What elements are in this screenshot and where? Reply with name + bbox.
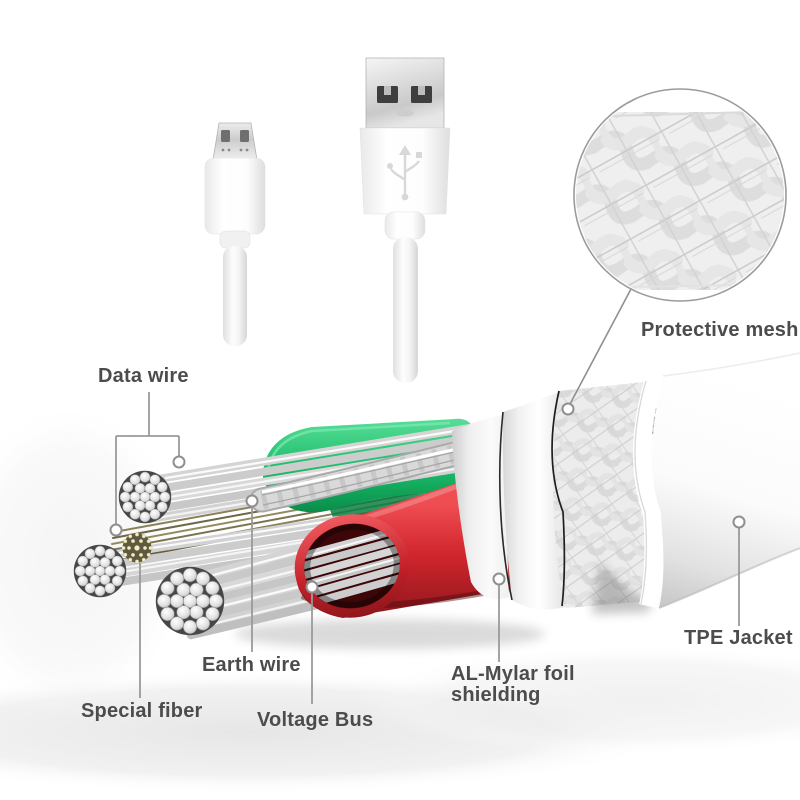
cable-cutaway [73, 352, 800, 649]
usb-trident-icon [387, 145, 422, 201]
label-al-mylar-line2: shielding [451, 684, 541, 706]
label-data-wire: Data wire [98, 365, 189, 387]
special-fiber [121, 532, 153, 564]
label-al-mylar: AL-Mylar foil shielding [451, 664, 601, 706]
al-mylar-foil-band [498, 392, 566, 610]
protective-mesh-marker [561, 402, 575, 416]
data-wire-bundle-top [118, 470, 172, 524]
micro-usb-contact-slot [240, 130, 249, 142]
leader-markers [109, 402, 746, 594]
label-special-fiber: Special fiber [81, 700, 203, 722]
data-wire-marker [172, 455, 186, 469]
label-tpe-jacket: TPE Jacket [684, 627, 793, 649]
mesh-texture-zoom [576, 110, 784, 290]
tpe-jacket-marker [732, 515, 746, 529]
micro-usb-connector [204, 122, 266, 346]
data-wire-bundle-left [73, 544, 127, 598]
voltage-bus-marker [305, 580, 319, 594]
label-earth-wire: Earth wire [202, 654, 301, 676]
label-al-mylar-line1: AL-Mylar foil [451, 663, 575, 685]
inner-sheath-lip [452, 415, 509, 600]
label-voltage-bus: Voltage Bus [257, 709, 374, 731]
label-protective-mesh: Protective mesh [641, 319, 799, 341]
usb-a-cable [393, 237, 418, 383]
micro-usb-contact-slot [221, 130, 230, 142]
al-mylar-marker [492, 572, 506, 586]
magnifier-inset [569, 88, 787, 405]
earth-wire-marker [245, 494, 259, 508]
leader-lines [115, 392, 740, 704]
tpe-jacket [633, 352, 800, 609]
micro-usb-cable [223, 246, 247, 346]
magnifier-pointer-line [569, 288, 632, 405]
earth-wire-bundle [155, 566, 225, 636]
data-wire-leader [115, 392, 180, 524]
usb-a-contact-holes [377, 86, 432, 117]
data-wire-marker-2 [109, 523, 123, 537]
usb-a-connector [359, 57, 451, 383]
